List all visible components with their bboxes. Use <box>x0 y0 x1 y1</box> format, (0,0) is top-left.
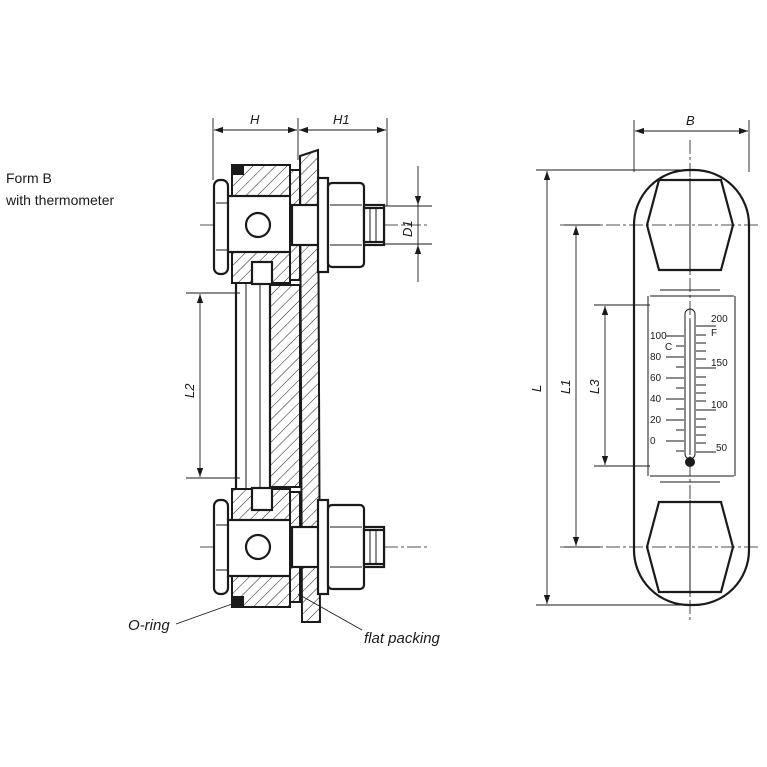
lower-banjo-block <box>212 486 301 608</box>
upper-o-ring <box>232 165 244 175</box>
glass-tube <box>234 274 272 498</box>
sight-body-section <box>269 284 301 488</box>
lower-fixing-head <box>645 500 735 594</box>
celsius-tick-label: 60 <box>650 373 662 384</box>
fahrenheit-tick-label: 200 <box>711 314 728 325</box>
upper-oil-port <box>244 211 272 239</box>
callout-o-ring: O-ring <box>128 617 170 634</box>
fahrenheit-scale: 200 F 150 100 50 <box>696 314 728 454</box>
dimension-l2-label: L2 <box>182 383 197 398</box>
upper-washer <box>316 176 330 274</box>
form-label-line1: Form B <box>6 170 52 186</box>
dimension-h-label: H <box>250 112 260 127</box>
celsius-scale: 100 C 80 60 40 20 0 <box>650 331 684 452</box>
dimension-l-label: L <box>529 385 544 392</box>
wall-plate <box>298 148 322 623</box>
fahrenheit-unit: F <box>711 328 717 339</box>
dimension-h1-label: H1 <box>333 112 350 127</box>
upper-nut <box>326 181 366 269</box>
upper-fixing-head <box>645 178 735 272</box>
lower-bolt-assembly <box>290 498 386 596</box>
celsius-tick-label: 80 <box>650 352 662 363</box>
front-view: 100 C 80 60 40 20 0 200 F 150 100 50 B <box>529 113 760 620</box>
lower-washer <box>316 498 330 596</box>
celsius-tick-label: 0 <box>650 436 656 447</box>
flat-packing-leader <box>297 593 363 631</box>
thermometer: 100 C 80 60 40 20 0 200 F 150 100 50 <box>650 308 728 467</box>
celsius-tick-label: 100 <box>650 331 667 342</box>
celsius-unit: C <box>665 342 672 353</box>
callout-flat-packing: flat packing <box>364 630 441 647</box>
fahrenheit-tick-label: 50 <box>716 443 728 454</box>
lower-nut <box>326 503 366 591</box>
o-ring-leader <box>175 603 233 625</box>
dimension-l3-label: L3 <box>587 379 602 394</box>
celsius-tick-label: 20 <box>650 415 662 426</box>
lower-oil-port <box>244 533 272 561</box>
form-label-line2: with thermometer <box>5 192 114 208</box>
fahrenheit-tick-label: 150 <box>711 358 728 369</box>
celsius-tick-label: 40 <box>650 394 662 405</box>
lower-o-ring <box>232 596 244 606</box>
dimension-l1-label: L1 <box>558 380 573 394</box>
thermometer-bulb <box>685 457 695 467</box>
dimension-d1-label: D1 <box>400 220 415 237</box>
upper-bolt-assembly <box>290 176 386 274</box>
fahrenheit-tick-label: 100 <box>711 400 728 411</box>
dimension-b-label: B <box>686 113 695 128</box>
side-section-view: H H1 D1 L2 O-ring flat packing <box>128 112 441 647</box>
sight-glass-body <box>632 168 751 607</box>
upper-banjo-block <box>212 164 301 286</box>
